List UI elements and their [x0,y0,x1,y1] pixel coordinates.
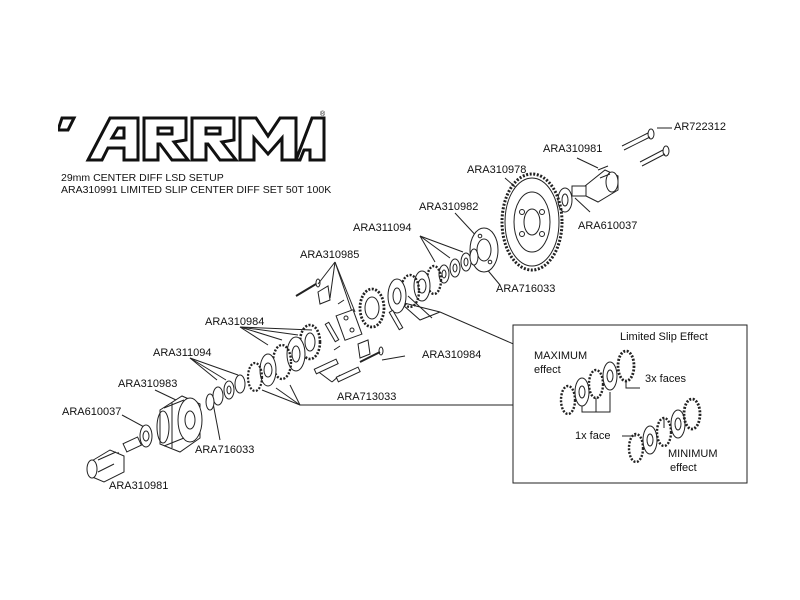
label-ara310984-right: ARA310984 [422,349,482,361]
lsd-plates-top [387,264,443,314]
shims-ara311094-top [438,252,472,284]
label-ara610037-bottom: ARA610037 [62,406,122,418]
spur-gear-ara310978 [500,172,564,272]
oring-ara716033-top [469,248,479,266]
label-ara610037-top: ARA610037 [578,220,638,232]
label-ara713033: ARA713033 [337,391,397,403]
diagram-subtitle-1: 29mm CENTER DIFF LSD SETUP [61,172,224,184]
oring-ara716033-bottom [205,393,215,411]
label-ara310982: ARA310982 [419,201,479,213]
shims-ara311094-bottom [212,374,246,406]
label-ara310981-top: ARA310981 [543,143,603,155]
lsd-plates-bottom [246,336,306,393]
label-ara310981-bottom: ARA310981 [109,480,169,492]
label-ara311094-top: ARA311094 [353,222,412,234]
pins-ara713033 [313,309,404,383]
spider-gears [317,285,371,359]
pin-ar722312 [621,128,670,167]
inset-maximum-effect-label: effect [534,364,561,376]
screws-ara310984 [295,278,384,363]
arrma-logo-icon: ® [58,110,326,162]
side-gear-ara310985 [358,287,386,329]
diff-case-ara310983 [156,395,203,453]
label-ara310985: ARA310985 [300,249,360,261]
inset-minimum-label: MINIMUM [668,448,718,460]
label-ara310978: ARA310978 [467,164,527,176]
inset-minimum-stack [622,397,702,464]
label-ara310983: ARA310983 [118,378,178,390]
outdrive-ara310981-bottom [86,436,143,483]
inset-maximum-stack [559,349,640,416]
inset-maximum-label: MAXIMUM [534,350,588,362]
inset-minimum-effect-label: effect [670,462,697,474]
label-ara716033-top: ARA716033 [496,283,556,295]
label-ar722312: AR722312 [674,121,726,133]
inset-three-faces-label: 3x faces [645,373,686,385]
svg-text:®: ® [320,110,326,118]
bearing-ara610037-bottom [139,424,153,448]
inset-one-face-label: 1x face [575,430,611,442]
inset-title: Limited Slip Effect [620,331,708,343]
diagram-subtitle-2: ARA310991 LIMITED SLIP CENTER DIFF SET 5… [61,184,332,196]
label-ara310984-left: ARA310984 [205,316,265,328]
label-ara716033-bottom: ARA716033 [195,444,255,456]
label-ara311094-bottom: ARA311094 [153,347,212,359]
outdrive-ara310981-top [571,165,619,203]
